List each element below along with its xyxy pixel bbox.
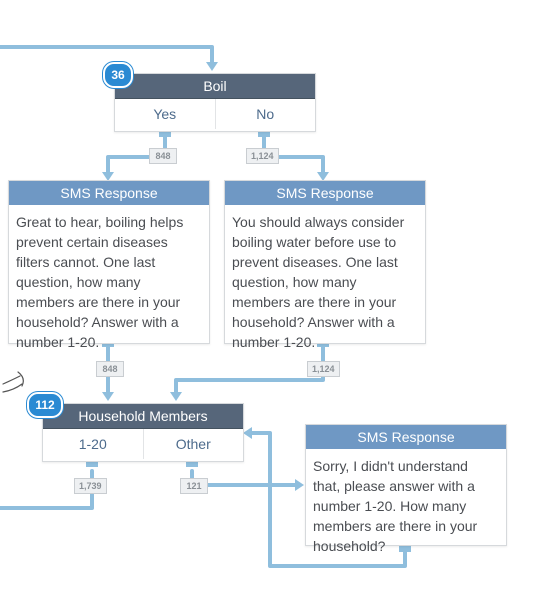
sms-response-no-text: You should always consider boiling water… (232, 214, 405, 350)
boil-node-title: Boil (115, 74, 315, 99)
arrow-head (102, 172, 114, 181)
sms-response-other-text: Sorry, I didn't understand that, please … (313, 458, 478, 554)
sms-response-no-node[interactable]: SMS Response You should always consider … (224, 180, 426, 350)
count-sms-yes-out: 848 (96, 361, 124, 377)
sms-response-other-node[interactable]: SMS Response Sorry, I didn't understand … (305, 424, 507, 554)
count-household-1-20: 1,739 (74, 478, 107, 494)
arrow-head (102, 392, 114, 401)
boil-node-number-badge: 36 (103, 62, 133, 88)
option-yes[interactable]: Yes (153, 106, 177, 122)
connector-boil-no (262, 135, 325, 174)
arrow-head (170, 392, 182, 401)
boil-options: Yes No (115, 99, 315, 129)
sms-response-yes-title: SMS Response (9, 181, 209, 205)
arrow-head (317, 172, 329, 181)
connector-into-boil (0, 45, 214, 64)
squiggle-arrow (2, 371, 24, 393)
household-members-title: Household Members (43, 404, 243, 429)
arrow-head (295, 479, 304, 491)
sms-response-no-title: SMS Response (225, 181, 425, 205)
connector-sms-other-loop (250, 431, 407, 568)
option-1-20[interactable]: 1-20 (78, 436, 107, 452)
count-household-other: 121 (180, 478, 208, 494)
household-members-node[interactable]: Household Members 1-20 Other (42, 403, 244, 462)
connector-boil-yes (106, 135, 167, 174)
sms-response-other-title: SMS Response (306, 425, 506, 449)
arrow-head (243, 427, 252, 439)
arrow-head (206, 62, 218, 71)
output-port (399, 541, 411, 552)
option-other[interactable]: Other (142, 429, 244, 459)
count-boil-no: 1,124 (246, 148, 279, 164)
sms-response-yes-text: Great to hear, boiling helps prevent cer… (16, 214, 184, 350)
household-node-number-badge: 112 (27, 392, 63, 418)
option-no[interactable]: No (214, 99, 316, 129)
count-boil-yes: 848 (149, 148, 177, 164)
sms-response-yes-node[interactable]: SMS Response Great to hear, boiling help… (8, 180, 210, 350)
boil-node[interactable]: Boil Yes No (114, 73, 316, 132)
count-sms-no-out: 1,124 (307, 361, 340, 377)
household-options: 1-20 Other (43, 429, 243, 459)
